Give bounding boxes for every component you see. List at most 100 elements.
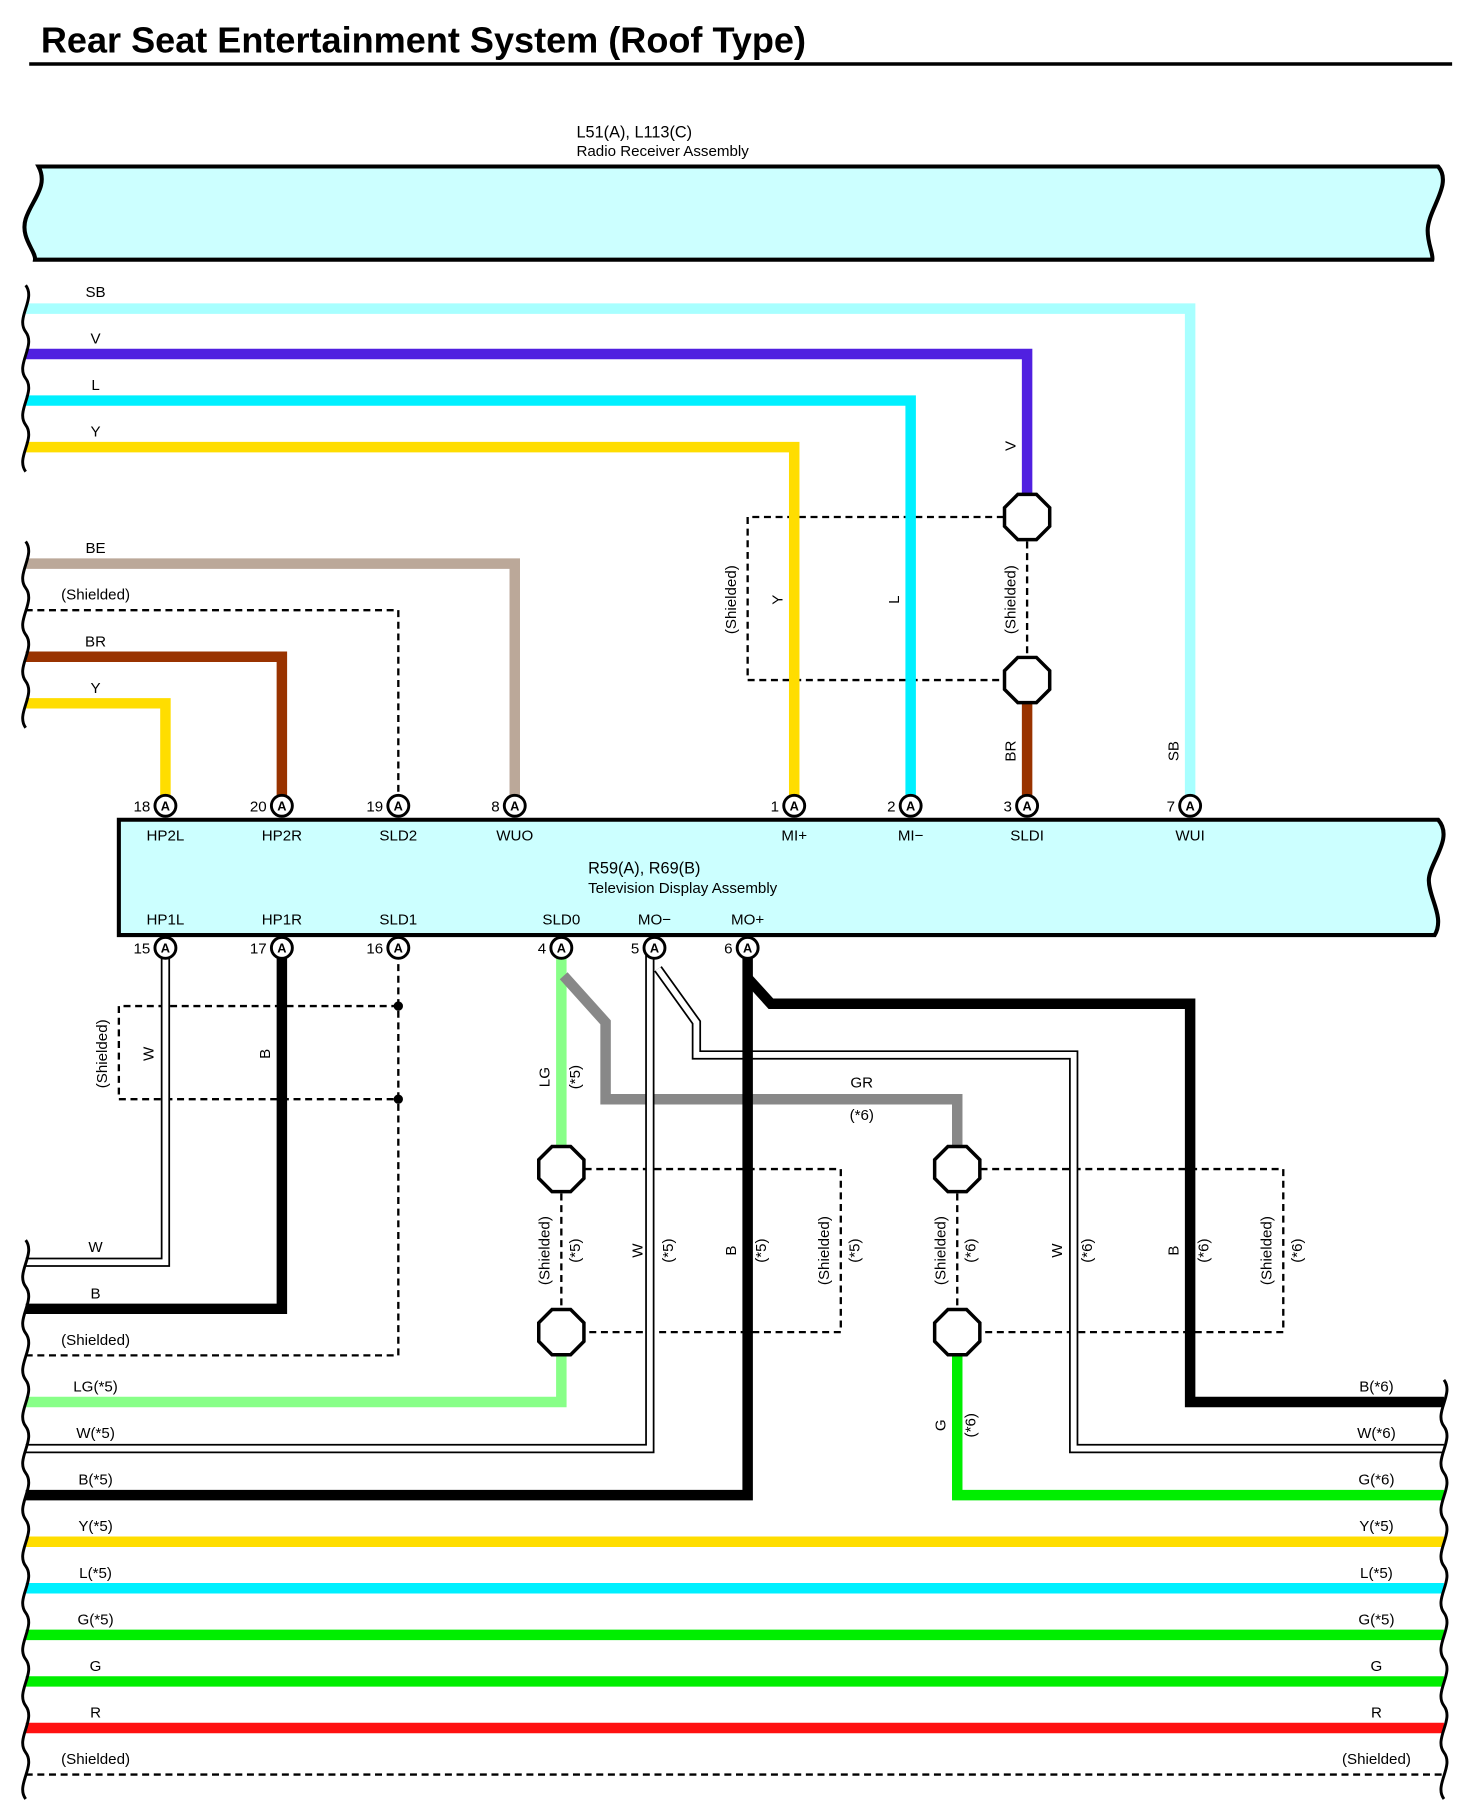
inline-label: (*6) xyxy=(1079,1238,1096,1262)
pin-hp1l: A 15 HP1L xyxy=(133,912,184,960)
pin-mi-minus: A 2 MI− xyxy=(887,793,924,845)
page-title: Rear Seat Entertainment System (Roof Typ… xyxy=(41,19,806,60)
wire-label: R xyxy=(90,1705,101,1722)
pin-hp1r: A 17 HP1R xyxy=(250,912,302,960)
pin-terminal: HP2L xyxy=(147,828,185,845)
inline-label: BR xyxy=(1002,740,1019,761)
tv-display-connector: R59(A), R69(B) xyxy=(588,859,700,877)
inline-label: W xyxy=(141,1046,158,1061)
shield-box-sld0 xyxy=(584,1167,842,1334)
inline-label: V xyxy=(1002,440,1019,451)
wire-label: (Shielded) xyxy=(61,1751,130,1768)
wire-b5-mo-plus xyxy=(25,947,753,1501)
pin-sld1: A 16 SLD1 xyxy=(366,912,417,960)
inline-label: B xyxy=(723,1246,740,1256)
pin-number: 6 xyxy=(724,941,732,958)
pin-terminal: MO− xyxy=(638,912,671,929)
wire-breaks xyxy=(21,284,1449,1800)
bottom-pins: A 15 HP1L A 17 HP1R A 16 SLD1 A 4 SLD0 A… xyxy=(133,912,764,960)
inline-label: GR xyxy=(850,1074,873,1091)
wire-break-left-0 xyxy=(21,284,31,473)
pin-connector-letter: A xyxy=(394,798,403,813)
inline-label: (*6) xyxy=(1196,1238,1213,1262)
pin-connector-letter: A xyxy=(394,941,403,956)
wire-l-mi-minus xyxy=(25,395,916,804)
pin-number: 18 xyxy=(133,799,150,816)
wire-label: W(*6) xyxy=(1357,1425,1396,1442)
inline-label: LG xyxy=(537,1067,554,1087)
inline-label: SB xyxy=(1165,741,1182,761)
pin-connector-letter: A xyxy=(790,798,799,813)
inline-label: (*6) xyxy=(963,1238,980,1262)
radio-receiver-box xyxy=(22,164,1445,262)
wire-label: Y xyxy=(91,680,101,697)
wire-label: G xyxy=(1371,1658,1383,1675)
wire-label: G(*5) xyxy=(1358,1611,1394,1628)
pin-number: 15 xyxy=(133,941,150,958)
wire-break-right-3 xyxy=(1439,1378,1449,1800)
pin-terminal: HP1R xyxy=(262,912,302,929)
wire-label: (Shielded) xyxy=(61,1332,130,1349)
colored-wires xyxy=(25,303,1444,1734)
pin-terminal: MI+ xyxy=(781,828,807,845)
pin-terminal: MO+ xyxy=(731,912,764,929)
pin-circle xyxy=(1178,793,1203,818)
shield-lines xyxy=(25,515,1444,1776)
pin-connector-letter: A xyxy=(650,941,659,956)
wire-break-left-2 xyxy=(21,1239,31,1800)
pin-circle xyxy=(153,935,178,960)
inline-label: (Shielded) xyxy=(537,1216,554,1285)
wire-be-wuo xyxy=(25,558,520,804)
shield-box-hp1 xyxy=(117,1004,399,1101)
splice-octagon xyxy=(932,1144,982,1194)
pin-terminal: HP2R xyxy=(262,828,302,845)
tv-display-name: Television Display Assembly xyxy=(588,880,778,897)
pin-connector-letter: A xyxy=(277,798,286,813)
wire-label: B(*5) xyxy=(78,1472,112,1489)
wire-br-hp2r xyxy=(25,651,288,804)
pin-connector-letter: A xyxy=(557,941,566,956)
top-inline-labels: V (Shielded) Y L (Shielded) BR SB xyxy=(723,440,1182,762)
pin-number: 1 xyxy=(771,799,779,816)
wire-label: Y(*5) xyxy=(78,1518,112,1535)
pin-sld0: A 4 SLD0 xyxy=(538,912,580,960)
pin-number: 5 xyxy=(631,941,639,958)
pin-mi-plus: A 1 MI+ xyxy=(771,793,807,845)
wire-label: W xyxy=(88,1239,103,1256)
wire-v xyxy=(25,348,1033,494)
pin-circle xyxy=(1015,793,1040,818)
wire-label: G(*6) xyxy=(1358,1472,1394,1489)
wire-b6-mo-plus xyxy=(743,974,1444,1408)
wire-label: L(*5) xyxy=(79,1565,112,1582)
pin-mo-minus: A 5 MO− xyxy=(631,912,671,960)
wire-w6 xyxy=(655,967,1444,1452)
pin-hp2l: A 18 HP2L xyxy=(133,793,185,845)
wire-label: B(*6) xyxy=(1359,1378,1393,1395)
black-wires xyxy=(25,947,1444,1501)
pin-connector-letter: A xyxy=(510,798,519,813)
pin-circle xyxy=(386,793,411,818)
pin-terminal: MI− xyxy=(898,828,924,845)
inline-label: L xyxy=(886,595,903,603)
splice-octagon xyxy=(536,1144,586,1194)
inline-label: (*5) xyxy=(660,1238,677,1262)
wire-w5 xyxy=(25,947,653,1452)
inline-label: (*5) xyxy=(753,1238,770,1262)
pin-circle xyxy=(642,935,667,960)
pin-terminal: WUO xyxy=(496,828,533,845)
pin-terminal: WUI xyxy=(1175,828,1204,845)
pin-circle xyxy=(386,935,411,960)
wire-b-hp1r xyxy=(25,947,288,1315)
pin-circle xyxy=(153,793,178,818)
inline-label: (*5) xyxy=(567,1065,584,1089)
pin-mo-plus: A 6 MO+ xyxy=(724,912,764,960)
pin-terminal: SLDI xyxy=(1010,828,1044,845)
pin-number: 17 xyxy=(250,941,267,958)
left-wire-labels: SB V L Y BE (Shielded) BR Y W B (Shielde… xyxy=(61,284,130,1768)
pin-circle xyxy=(269,793,294,818)
top-pins: A 18 HP2L A 20 HP2R A 19 SLD2 A 8 WUO A … xyxy=(133,793,1205,845)
inline-label: (Shielded) xyxy=(932,1216,949,1285)
pin-connector-letter: A xyxy=(743,941,752,956)
shield-box-mo xyxy=(980,1167,1285,1334)
wire-label: (Shielded) xyxy=(1342,1751,1411,1768)
